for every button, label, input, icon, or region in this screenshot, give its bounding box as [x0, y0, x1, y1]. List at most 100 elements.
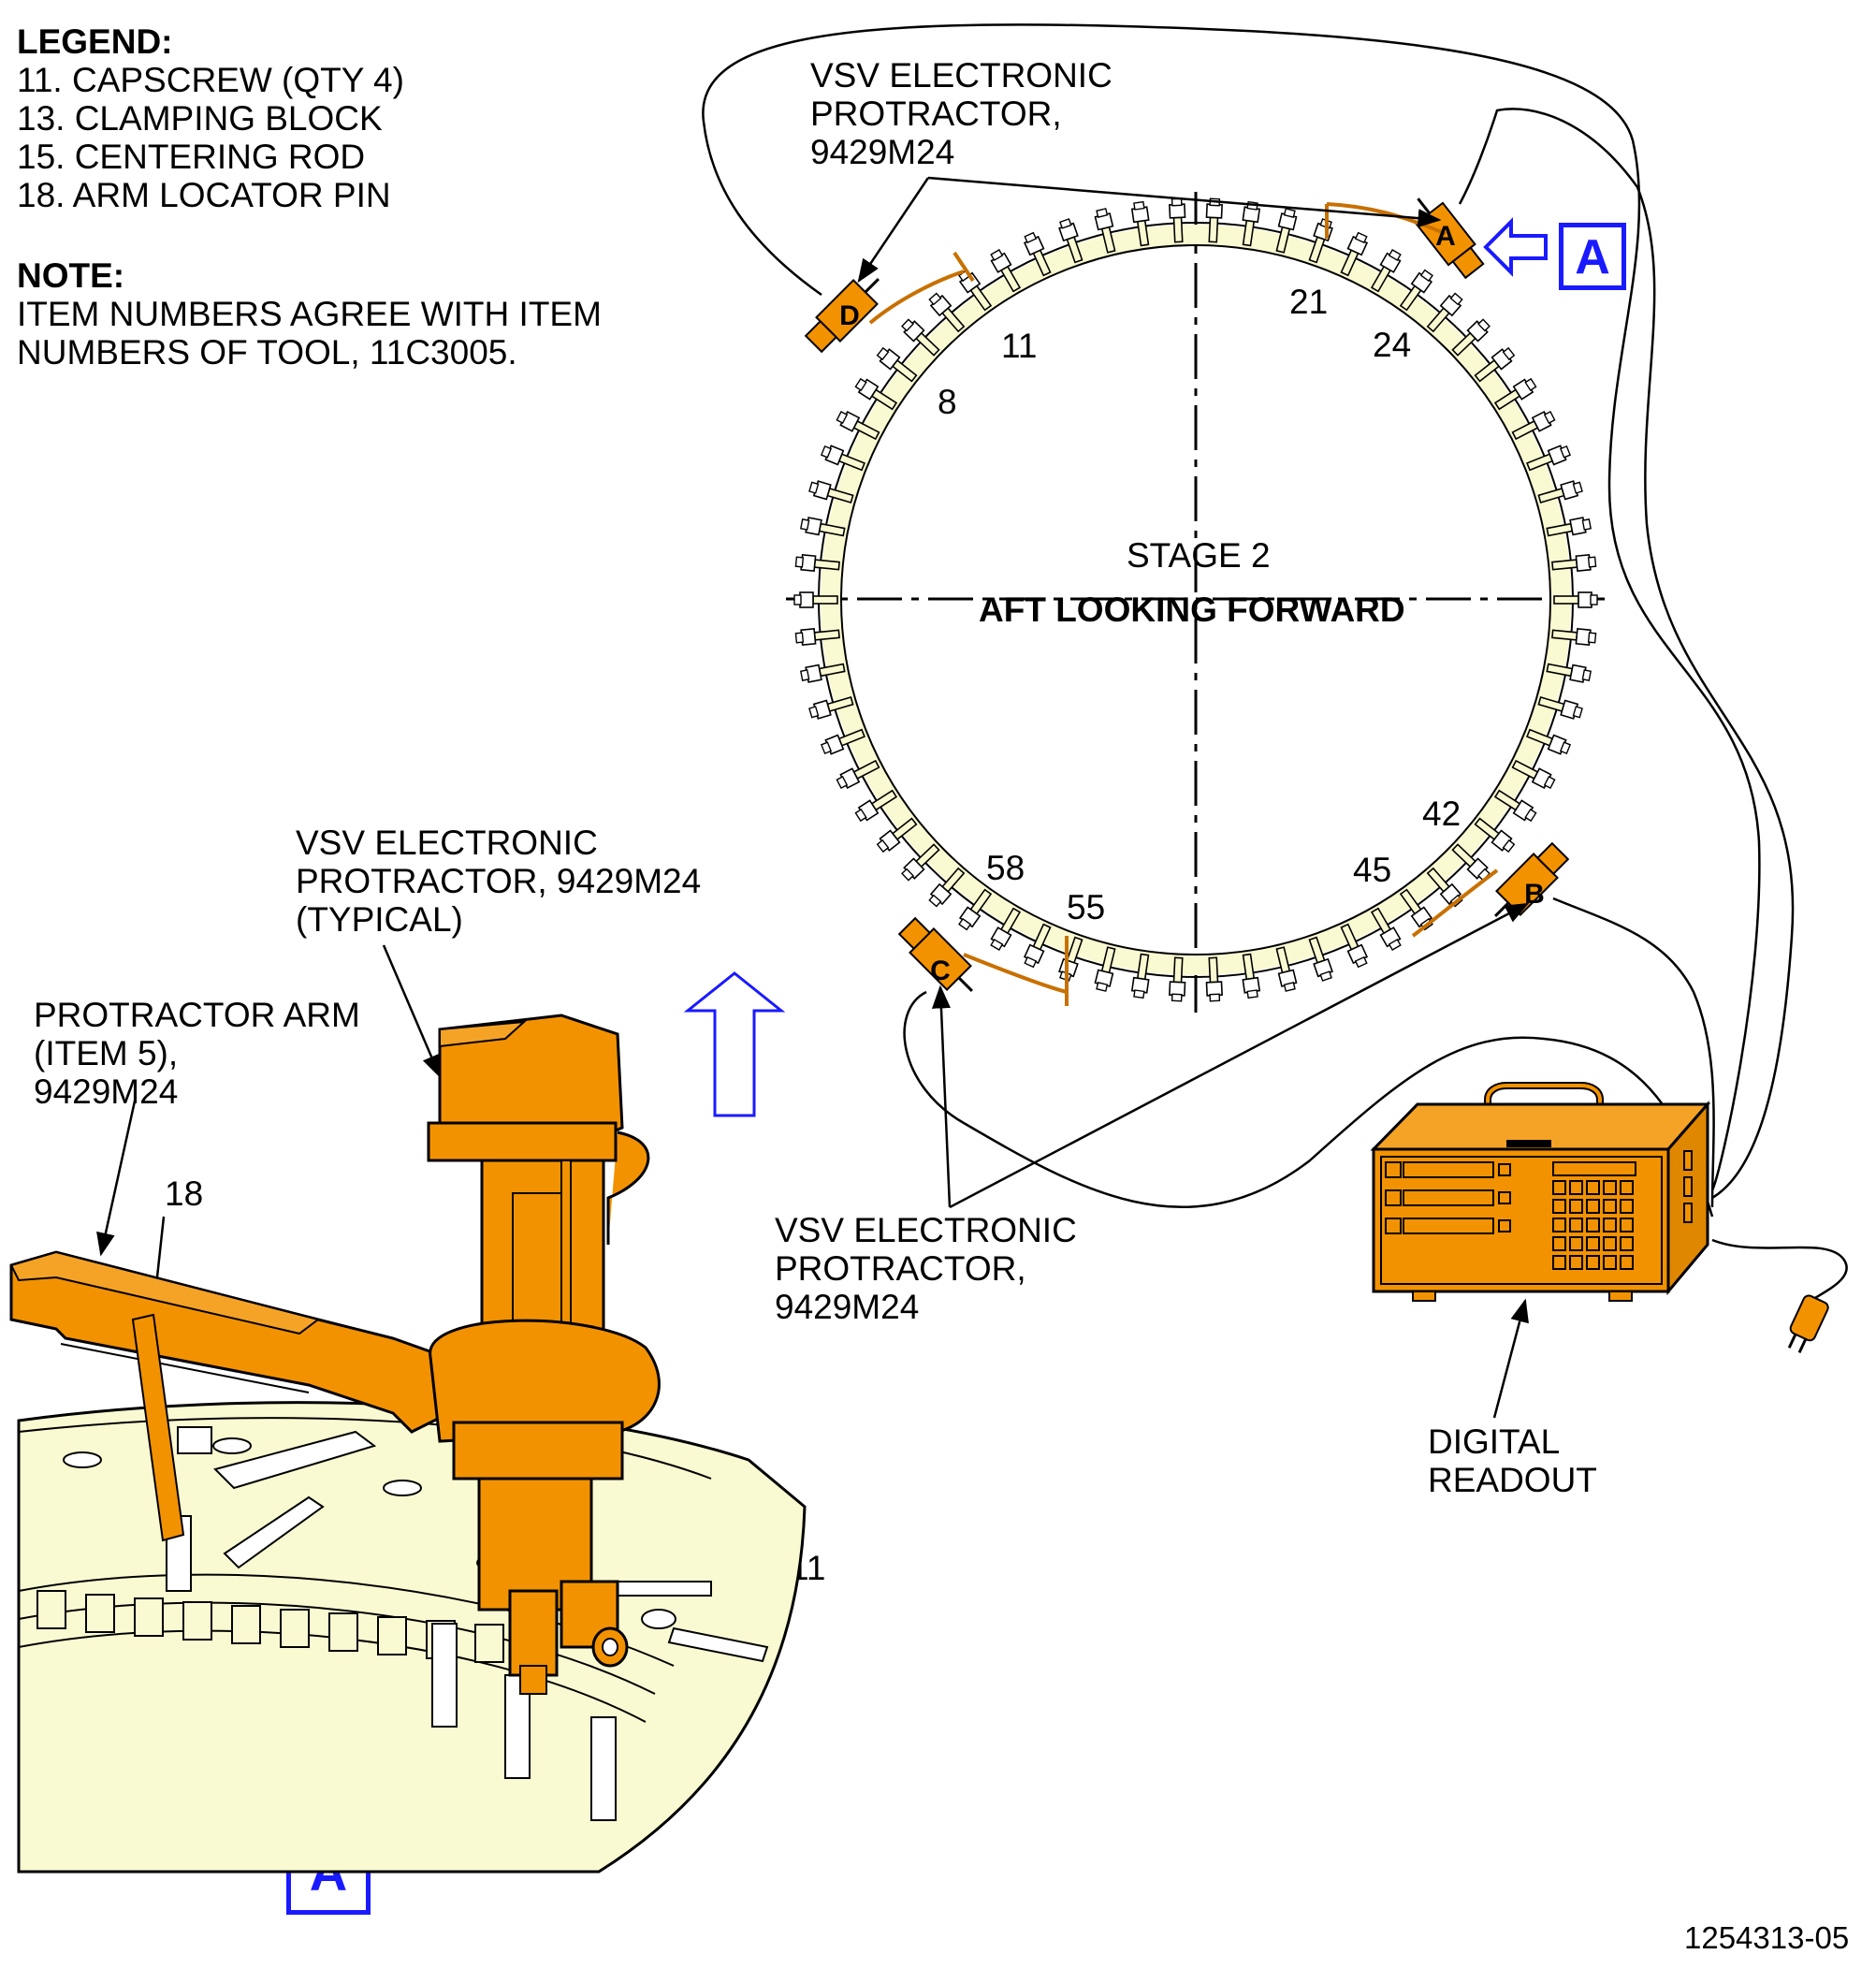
vane-lever	[1511, 410, 1556, 441]
vane-lever	[1094, 946, 1116, 992]
vane-lever	[1308, 936, 1333, 982]
top-protractor-callout-line: VSV ELECTRONIC	[810, 56, 1113, 95]
keypad-key	[1552, 1255, 1566, 1270]
ring-inner-edge	[840, 244, 1551, 955]
vane-lever	[1399, 269, 1433, 312]
case-tooth	[328, 1612, 358, 1652]
vane-lever	[1023, 923, 1052, 969]
case-tooth	[36, 1590, 66, 1629]
vane-lever	[800, 517, 846, 537]
protractor-arm-callout-line: (ITEM 5),	[34, 1034, 179, 1072]
vane-lever	[1370, 249, 1402, 293]
legend-item: 18. ARM LOCATOR PIN	[17, 176, 391, 214]
keypad-key	[1569, 1236, 1583, 1251]
vane-lever	[1370, 907, 1402, 951]
vane-lever	[1553, 591, 1598, 608]
case-tooth	[85, 1594, 115, 1633]
vane-lever	[1526, 445, 1572, 472]
vane-lever	[1205, 956, 1223, 1002]
vane-lever	[1493, 789, 1537, 823]
vane-lever	[876, 817, 918, 853]
vane-lever	[1340, 231, 1369, 277]
vane-lever	[1474, 817, 1516, 853]
sensor-label-a: A	[1435, 221, 1456, 252]
sensor-d	[804, 277, 880, 354]
view-direction-label: AFT LOOKING FORWARD	[979, 591, 1405, 629]
vane-lever	[800, 663, 846, 683]
vane-lever	[1205, 197, 1223, 243]
keypad-key	[1603, 1236, 1617, 1251]
vane-lever	[1130, 953, 1150, 999]
keypad-key	[1586, 1236, 1600, 1251]
vane-lever	[1526, 728, 1572, 755]
view-arrow-icon	[1483, 217, 1548, 277]
vane-lever	[901, 318, 940, 357]
vane-lever	[1493, 377, 1537, 411]
vane-lever	[793, 591, 838, 608]
vane-lever	[1511, 759, 1556, 790]
keypad-key	[1552, 1199, 1566, 1214]
bottom-protractor-callout-line: VSV ELECTRONIC	[775, 1211, 1077, 1249]
vane-lever	[1551, 628, 1597, 647]
vane-lever	[990, 907, 1022, 951]
bottom-protractor-callout-line: 9429M24	[775, 1288, 920, 1326]
vane-lever	[1023, 231, 1052, 277]
figure-id: 1254313-05	[1684, 1920, 1850, 1955]
vane-number: 45	[1353, 851, 1392, 889]
keypad-key	[1586, 1218, 1600, 1232]
fwd-arrow-icon	[683, 971, 786, 1117]
keypad-key	[1620, 1180, 1634, 1195]
detail-a-illustration	[9, 1014, 807, 1874]
vane-lever	[958, 888, 993, 931]
vane-lever	[794, 553, 840, 572]
vane-lever	[820, 445, 865, 472]
vane-lever	[854, 789, 898, 823]
vane-lever	[1340, 923, 1369, 969]
keypad-key	[1569, 1218, 1583, 1232]
vane-lever	[1275, 208, 1298, 254]
vane-lever	[1169, 197, 1186, 243]
vane-lever	[1058, 936, 1083, 982]
note-title: NOTE:	[17, 256, 125, 295]
vane-levers	[793, 197, 1598, 1002]
keypad-key	[1552, 1180, 1566, 1195]
digital-readout-callout-line: READOUT	[1428, 1461, 1597, 1499]
keypad-key	[1569, 1180, 1583, 1195]
keypad-key	[1620, 1255, 1634, 1270]
legend: LEGEND: 11. CAPSCREW (QTY 4) 13. CLAMPIN…	[17, 22, 404, 214]
legend-item: 11. CAPSCREW (QTY 4)	[17, 61, 404, 99]
cables	[702, 23, 1848, 1303]
keypad-key	[1569, 1255, 1583, 1270]
vane-lever	[901, 843, 940, 882]
keypad-key	[1620, 1236, 1634, 1251]
vane-number: 24	[1373, 326, 1412, 364]
vane-lever	[990, 249, 1022, 293]
vane-lever	[1058, 218, 1083, 264]
item-number-18: 18	[165, 1174, 204, 1213]
case-tooth	[280, 1609, 310, 1648]
vane-lever	[820, 728, 865, 755]
sensor-label-b: B	[1524, 879, 1545, 910]
keypad-key	[1620, 1199, 1634, 1214]
vane-lever	[928, 867, 966, 908]
vane-lever	[1474, 346, 1516, 383]
view-a-marker: A	[1559, 223, 1626, 290]
vane-number: 58	[986, 849, 1025, 887]
stage-2-vane-ring	[786, 192, 1605, 1013]
digital-readout-callout-line: DIGITAL	[1428, 1422, 1561, 1461]
vane-lever	[836, 410, 880, 441]
vane-lever	[1094, 208, 1116, 254]
vane-lever	[1551, 553, 1597, 572]
keypad-key	[1552, 1236, 1566, 1251]
vane-lever	[808, 480, 854, 503]
keypad-key	[1569, 1199, 1583, 1214]
keypad-key	[1603, 1199, 1617, 1214]
keypad-key	[1586, 1180, 1600, 1195]
keypad-key	[1552, 1218, 1566, 1232]
vane-number: 8	[938, 383, 957, 421]
legend-item: 15. CENTERING ROD	[17, 138, 366, 176]
vane-lever	[876, 346, 918, 383]
protractor-arm-callout-line: 9429M24	[34, 1072, 179, 1111]
vane-lever	[808, 696, 854, 720]
